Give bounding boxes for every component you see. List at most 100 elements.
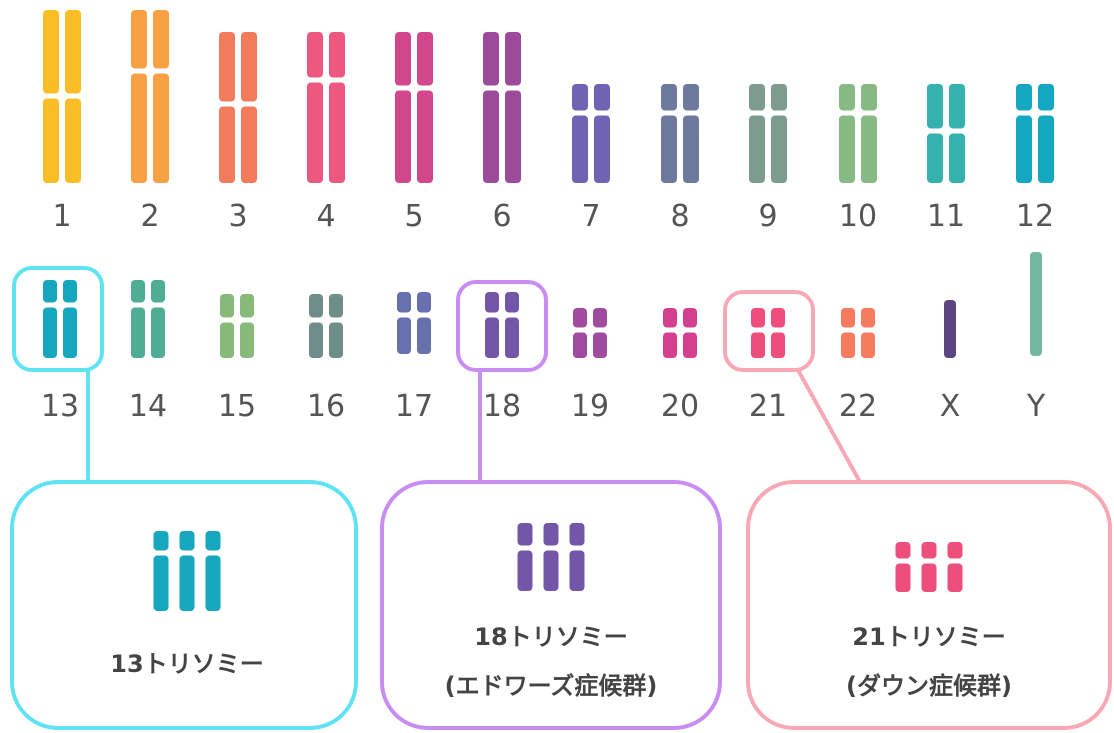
highlight-frame-13 — [12, 266, 104, 372]
chromosome-13-left-q-arm — [43, 307, 57, 358]
trisomy-21-chromosome-3-p-arm — [947, 542, 963, 559]
chromosome-pair-5 — [395, 32, 433, 183]
chromosome-label-17: 17 — [395, 389, 433, 424]
trisomy-21-chromosome-3-q-arm — [947, 563, 963, 592]
trisomy-21-title: 21トリソミー — [852, 623, 1005, 651]
chromosome-17-right-q-arm — [417, 317, 431, 354]
chromosome-12-right-q-arm — [1038, 115, 1054, 183]
chromosome-7-left-q-arm — [572, 115, 588, 183]
trisomy-21-chromosome-1-p-arm — [895, 542, 911, 559]
chromosome-18-left-p-arm — [485, 292, 499, 313]
chromosome-pair-6 — [483, 32, 521, 183]
chromosome-5-right-p-arm — [417, 32, 433, 86]
chromosome-7-right-q-arm — [594, 115, 610, 183]
trisomy-18-chromosome-1-q-arm — [517, 550, 533, 591]
trisomy-21-chromosome-2-p-arm — [921, 542, 937, 559]
chromosome-label-7: 7 — [581, 199, 600, 234]
chromosome-21-right-p-arm — [771, 308, 785, 328]
chromosome-4-left-q-arm — [307, 82, 323, 183]
chromosome-11-left-q-arm — [927, 133, 943, 183]
chromosome-label-x: X — [940, 389, 961, 424]
chromosome-8-left-q-arm — [661, 115, 677, 183]
chromosome-14-left-p-arm — [131, 280, 145, 303]
chromosome-5-right-q-arm — [417, 90, 433, 183]
chromosome-label-9: 9 — [758, 199, 777, 234]
trisomy-21-subtitle: (ダウン症候群) — [846, 672, 1012, 700]
chromosome-9-right-p-arm — [771, 84, 787, 111]
trisomy-13-chromosome-3-p-arm — [205, 531, 221, 551]
chromosome-label-3: 3 — [228, 199, 247, 234]
chromosome-11-right-p-arm — [949, 84, 965, 129]
chromosome-1-left-q-arm — [43, 98, 59, 183]
trisomy-21-chromosome-2-q-arm — [921, 563, 937, 592]
chromosome-label-11: 11 — [927, 199, 965, 234]
chromosome-label-13: 13 — [41, 389, 79, 424]
chromosome-pair-13 — [43, 280, 77, 358]
chromosome-label-14: 14 — [129, 389, 167, 424]
chromosome-y-chromatid — [1030, 252, 1042, 356]
connector-21 — [796, 369, 862, 483]
trisomy-18-subtitle: (エドワーズ症候群) — [445, 672, 658, 700]
trisomy-18-chromosome-2-p-arm — [543, 523, 559, 546]
chromosome-14-right-p-arm — [151, 280, 165, 303]
chromosome-3-right-p-arm — [241, 32, 257, 102]
chromosome-16-right-p-arm — [329, 294, 343, 318]
chromosome-19-left-q-arm — [573, 332, 587, 358]
chromosome-7-left-p-arm — [572, 84, 588, 111]
trisomy-18-chromosome-3-q-arm — [569, 550, 585, 591]
chromosome-11-left-p-arm — [927, 84, 943, 129]
chromosome-4-left-p-arm — [307, 32, 323, 78]
chromosome-14-left-q-arm — [131, 307, 145, 358]
chromosome-1-left-p-arm — [43, 10, 59, 94]
chromosome-8-right-q-arm — [683, 115, 699, 183]
chromosome-3-left-p-arm — [219, 32, 235, 102]
chromosome-9-left-p-arm — [749, 84, 765, 111]
chromosome-18-right-q-arm — [505, 317, 519, 358]
chromosome-x — [944, 300, 956, 358]
chromosome-14-right-q-arm — [151, 307, 165, 358]
chromosome-19-right-p-arm — [593, 308, 607, 328]
chromosome-13-right-q-arm — [63, 307, 77, 358]
chromosome-pair-12 — [1016, 84, 1054, 183]
trisomy-13-chromosome-3-q-arm — [205, 555, 221, 611]
chromosome-22-right-p-arm — [861, 308, 875, 328]
trisomy-13-chromosomes — [153, 531, 221, 611]
highlight-frame-21 — [723, 290, 815, 372]
trisomy-21-chromosomes — [895, 542, 963, 592]
trisomy-13-chromosome-1-p-arm — [153, 531, 169, 551]
chromosome-15-right-p-arm — [240, 294, 254, 318]
chromosome-9-right-q-arm — [771, 115, 787, 183]
trisomy-18-title: 18トリソミー — [474, 623, 627, 651]
chromosome-pair-9 — [749, 84, 787, 183]
chromosome-15-left-q-arm — [220, 322, 234, 358]
chromosome-pair-22 — [841, 308, 875, 358]
chromosome-pair-19 — [573, 308, 607, 358]
chromosome-16-left-q-arm — [309, 322, 323, 358]
chromosome-13-right-p-arm — [63, 280, 77, 303]
chromosome-6-left-p-arm — [483, 32, 499, 86]
chromosome-pair-1 — [43, 10, 81, 183]
chromosome-17-left-q-arm — [397, 317, 411, 354]
chromosome-pair-3 — [219, 32, 257, 183]
chromosome-20-left-q-arm — [663, 332, 677, 358]
chromosome-label-6: 6 — [492, 199, 511, 234]
chromosome-1-right-p-arm — [65, 10, 81, 94]
chromosome-pair-11 — [927, 84, 965, 183]
chromosome-18-left-q-arm — [485, 317, 499, 358]
trisomy-18-chromosomes — [517, 523, 585, 591]
chromosome-label-19: 19 — [571, 389, 609, 424]
chromosome-10-right-q-arm — [861, 115, 877, 183]
chromosome-21-right-q-arm — [771, 332, 785, 358]
chromosome-label-12: 12 — [1016, 199, 1054, 234]
chromosome-x-chromatid — [944, 300, 956, 358]
chromosome-5-left-p-arm — [395, 32, 411, 86]
chromosome-7-right-p-arm — [594, 84, 610, 111]
chromosome-label-10: 10 — [839, 199, 877, 234]
chromosome-11-right-q-arm — [949, 133, 965, 183]
chromosome-5-left-q-arm — [395, 90, 411, 183]
chromosome-label-5: 5 — [404, 199, 423, 234]
chromosome-20-left-p-arm — [663, 308, 677, 328]
chromosome-1-right-q-arm — [65, 98, 81, 183]
trisomy-13-chromosome-2-p-arm — [179, 531, 195, 551]
